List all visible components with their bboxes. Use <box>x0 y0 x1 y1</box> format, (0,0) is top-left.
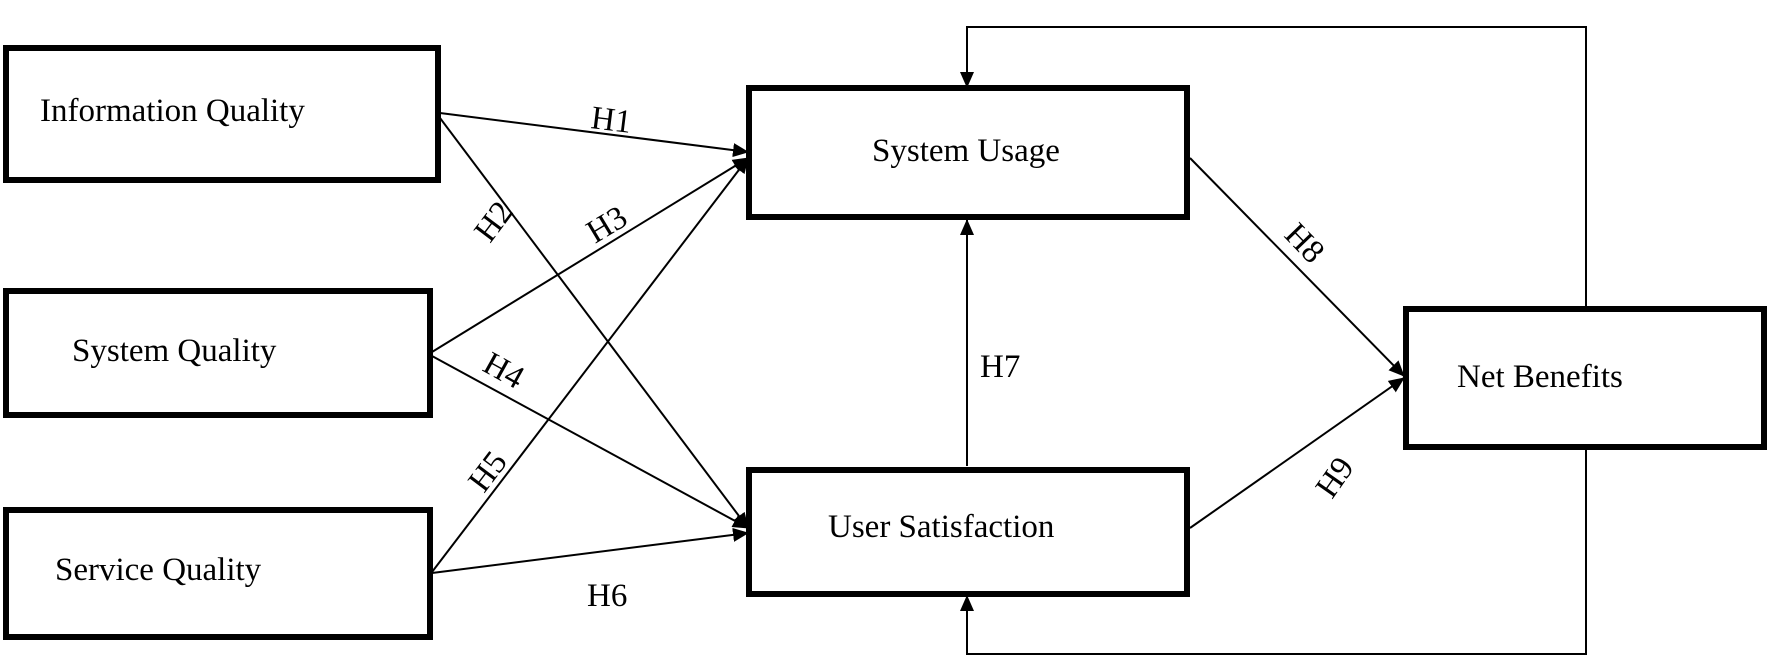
user-satisfaction-label: User Satisfaction <box>828 509 1054 545</box>
h7-label: H7 <box>980 349 1020 385</box>
edge-h6 <box>431 527 749 574</box>
net-benefits-label: Net Benefits <box>1457 359 1623 395</box>
edge-h2 <box>439 117 749 529</box>
edge-h1 <box>439 112 749 158</box>
user-satisfaction-box <box>746 467 1190 597</box>
h9-label: H9 <box>1309 451 1362 505</box>
h3-label: H3 <box>581 199 634 251</box>
h8-label: H8 <box>1277 217 1331 271</box>
edge-h5 <box>431 157 749 573</box>
system-usage-label: System Usage <box>872 133 1060 169</box>
service-quality-label: Service Quality <box>55 552 262 588</box>
edge-feedback-to-user-satisfaction <box>960 447 1587 655</box>
h6-label: H6 <box>587 578 627 614</box>
h2-label: H2 <box>468 195 521 249</box>
edge-feedback-to-system-usage <box>960 26 1587 309</box>
edge-h4 <box>431 355 749 529</box>
h5-label: H5 <box>462 445 515 499</box>
system-quality-label: System Quality <box>72 333 277 369</box>
edge-h3 <box>431 157 749 353</box>
h4-label: H4 <box>477 346 530 397</box>
h1-label: H1 <box>589 100 633 141</box>
edge-h8 <box>1189 157 1405 377</box>
service-quality-box <box>3 507 433 640</box>
edge-h9 <box>1189 377 1405 529</box>
information-quality-label: Information Quality <box>40 93 305 129</box>
system-quality-box <box>3 288 433 418</box>
system-usage-box <box>746 85 1190 220</box>
information-quality-box <box>3 45 441 183</box>
net-benefits-box <box>1403 306 1767 450</box>
